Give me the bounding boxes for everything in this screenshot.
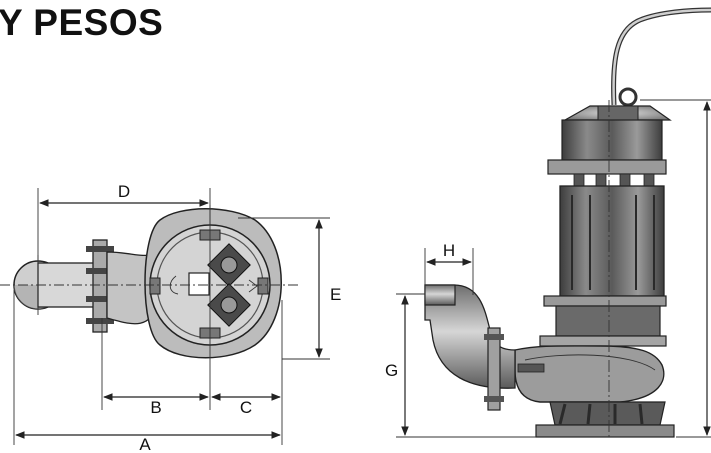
dimension-label-h: H	[443, 241, 455, 260]
dimension-label-b: B	[150, 398, 161, 417]
dimension-label-e: E	[330, 285, 341, 304]
section-title: Y PESOS	[0, 2, 164, 43]
top-view: D E B C A	[0, 182, 341, 453]
dimension-label-a: A	[139, 435, 151, 453]
dimension-label-g: G	[385, 361, 398, 380]
dimension-label-d: D	[118, 182, 130, 201]
side-view: H G	[385, 7, 711, 440]
dimension-label-c: C	[240, 398, 252, 417]
